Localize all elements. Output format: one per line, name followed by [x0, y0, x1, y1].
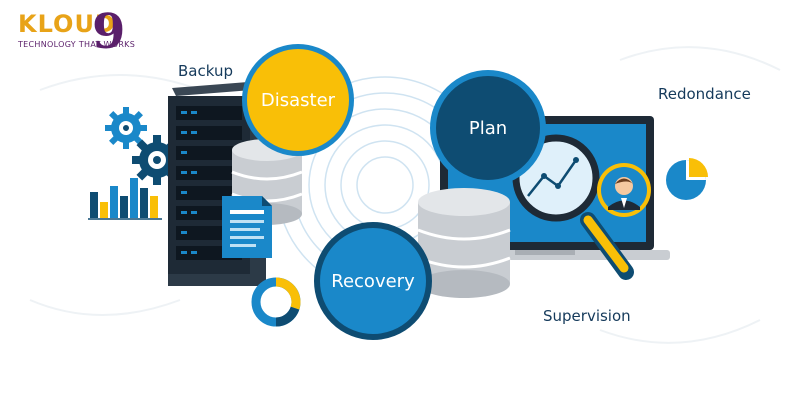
logo-wordmark: KLOUD [18, 10, 116, 38]
bar-chart-icon [88, 178, 162, 220]
plan-label: Plan [468, 117, 508, 139]
disaster-circle: Disaster [242, 44, 354, 156]
document-icon [222, 196, 272, 258]
donut-chart-icon [251, 277, 301, 327]
disaster-label: Disaster [260, 89, 336, 111]
redondance-label: Redondance [658, 85, 751, 103]
backup-label: Backup [178, 62, 233, 80]
pie-chart-icon [666, 158, 708, 200]
user-avatar-icon [597, 163, 651, 217]
recovery-label: Recovery [331, 270, 415, 292]
logo-tagline: TECHNOLOGY THAT WORKS [18, 40, 136, 49]
recovery-circle: Recovery [314, 222, 432, 340]
gear-icon [105, 107, 147, 149]
plan-circle: Plan [430, 70, 546, 186]
background-sketch [29, 46, 781, 344]
supervision-label: Supervision [543, 307, 631, 325]
gear-icon [132, 135, 182, 185]
logo-nine: 9 [92, 4, 126, 60]
